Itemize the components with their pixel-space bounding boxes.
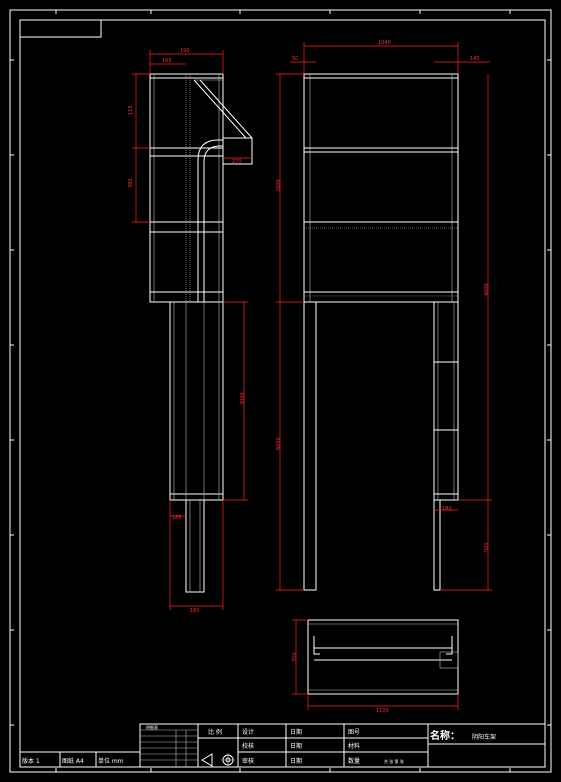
side-view [303,73,459,591]
front-dimensions: 190 165 115 380 270 3000 180 185 [128,48,252,614]
drawing-name: 阴阳车架 [472,733,496,741]
label-material: 材料 [348,742,360,750]
parts-table-header: 明细表 [146,724,158,730]
label-dwgno: 图号 [348,729,360,736]
label-qty: 数量 [348,757,360,765]
dim-side-right-post: 140 [470,56,480,62]
label-version: 版本 1 [22,757,40,765]
dim-side-total-height: 6000 [276,437,282,450]
dim-side-right-total: 4000 [484,283,490,296]
dim-side-upper-height: 2000 [276,179,282,192]
label-date3: 日期 [290,757,302,765]
dim-front-top-width: 190 [180,48,190,54]
dim-front-seg1: 115 [128,105,134,115]
dim-front-leg-width: 180 [190,608,200,614]
label-design: 设计 [242,728,254,736]
label-name: 名称： [430,729,460,742]
dim-side-foot: 180 [442,506,452,512]
drawing-border [9,9,552,773]
corner-label-box [19,19,102,38]
front-view [149,73,253,593]
label-check: 校核 [242,742,254,750]
plan-view: 1100 350 [292,619,459,714]
dim-plan-width: 1100 [376,708,389,714]
dim-front-side-short: 270 [232,159,242,165]
dim-front-foot-width: 185 [172,515,182,521]
dim-front-leg-height: 3000 [240,392,246,405]
dim-side-left-post: 50 [292,56,298,62]
label-approve: 审核 [242,757,254,765]
label-unit: 单位 mm [98,757,124,765]
label-drawing-area: 图纸 A4 [62,757,84,765]
dim-side-top-width: 1040 [378,40,391,46]
label-sheet: 共 张 第 张 [384,758,404,764]
side-dimensions: 1040 50 140 2000 6000 4000 500 180 [276,40,492,591]
dim-side-foot-height: 500 [484,542,490,552]
label-date1: 日期 [290,728,302,736]
label-ratio: 比 例 [208,728,222,736]
dim-front-top-inner: 165 [162,58,172,64]
dim-plan-depth: 350 [292,652,298,662]
title-block: 明细表 比 例 设计 校核 审核 日期 日期 日期 图号 材料 数量 共 张 第… [20,723,546,768]
label-date2: 日期 [290,742,302,750]
dim-front-seg2: 380 [128,178,134,188]
